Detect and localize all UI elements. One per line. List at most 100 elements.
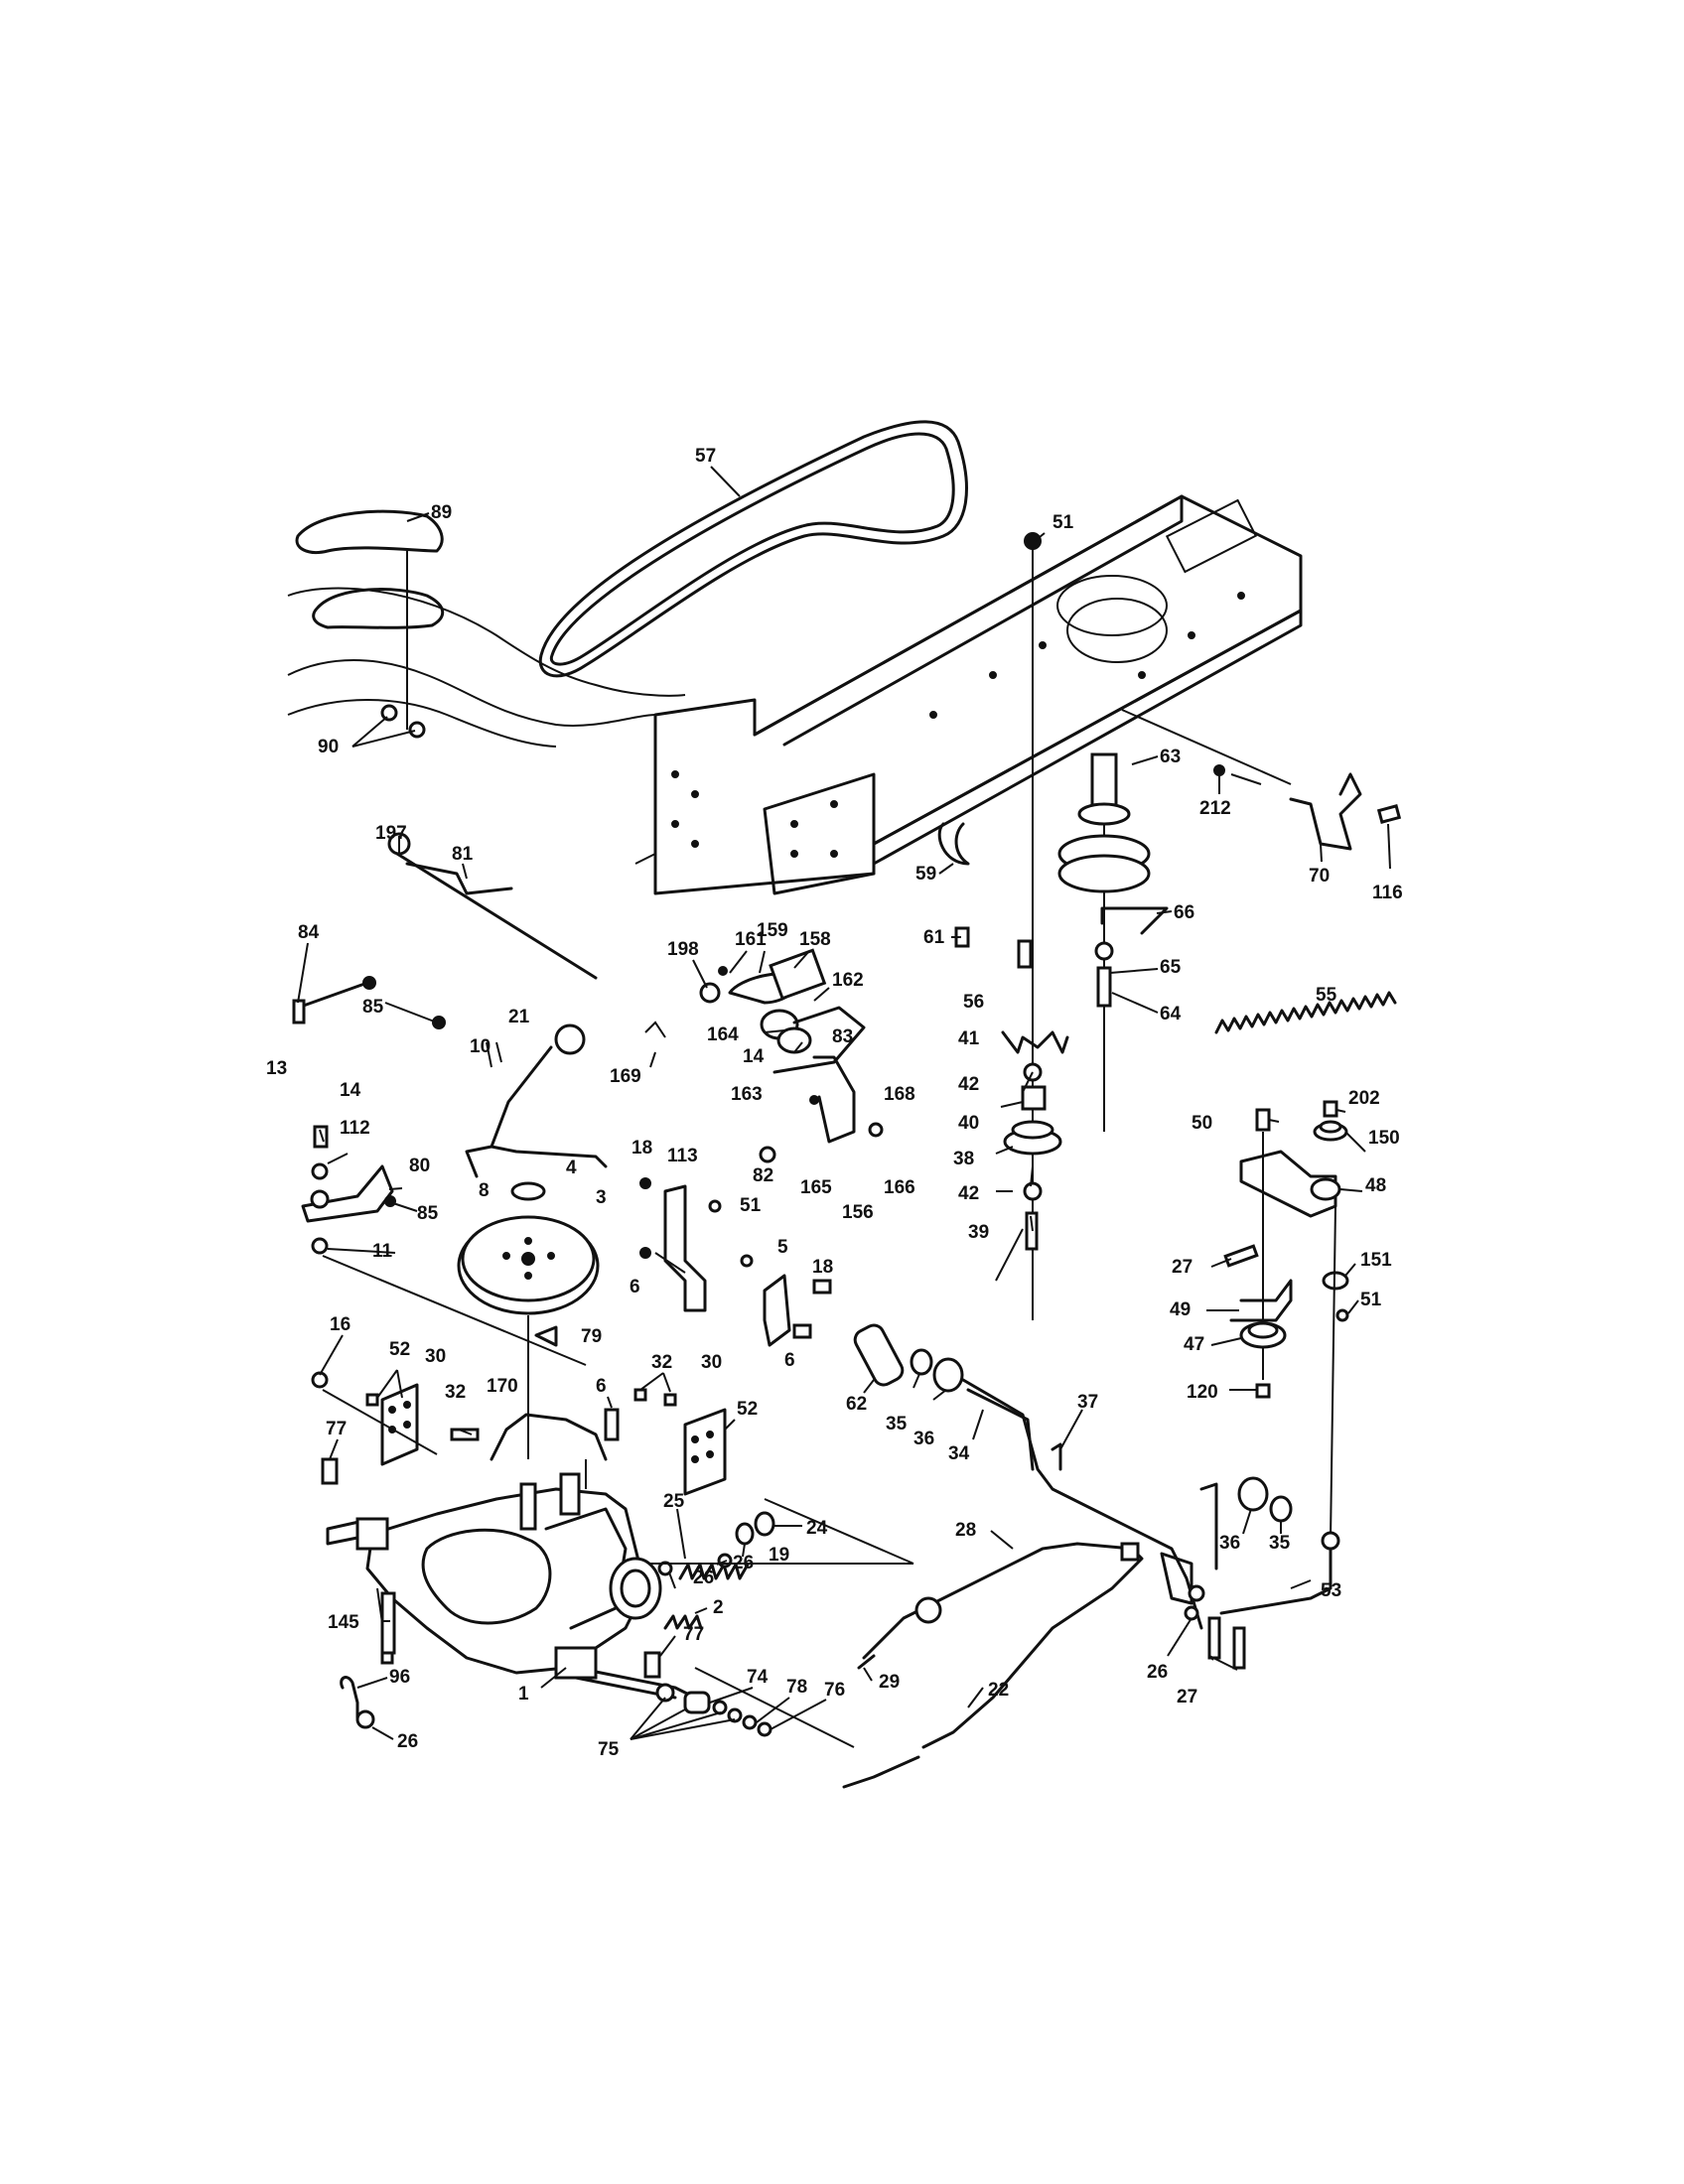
- callout-120: 120: [1187, 1382, 1218, 1403]
- callout-197: 197: [375, 823, 407, 844]
- callout-18: 18: [812, 1257, 833, 1278]
- callout-89: 89: [431, 502, 452, 523]
- latch-bracket: [1213, 764, 1402, 851]
- callout-36: 36: [1219, 1533, 1240, 1554]
- callout-27: 27: [1172, 1257, 1193, 1278]
- callout-26: 26: [1147, 1662, 1168, 1683]
- callout-42: 42: [958, 1074, 979, 1095]
- callout-166: 166: [884, 1177, 915, 1198]
- callout-90: 90: [318, 737, 339, 757]
- callout-116: 116: [1372, 883, 1403, 903]
- callout-50: 50: [1192, 1113, 1212, 1134]
- callout-30: 30: [701, 1352, 722, 1373]
- callout-47: 47: [1184, 1334, 1204, 1355]
- callout-14: 14: [743, 1046, 765, 1067]
- callout-11: 11: [372, 1241, 393, 1262]
- callout-28: 28: [955, 1520, 976, 1541]
- callout-37: 37: [1077, 1392, 1098, 1413]
- callout-5: 5: [777, 1237, 788, 1258]
- control-brackets: [639, 1177, 832, 1347]
- callout-85: 85: [417, 1203, 439, 1224]
- callout-49: 49: [1170, 1299, 1191, 1320]
- callout-53: 53: [1321, 1580, 1341, 1601]
- callout-145: 145: [328, 1612, 359, 1633]
- callout-8: 8: [479, 1180, 490, 1201]
- callout-6: 6: [596, 1376, 607, 1397]
- callout-36: 36: [913, 1429, 934, 1449]
- callout-158: 158: [799, 929, 831, 950]
- idler-pulley-stack: [937, 532, 1169, 1320]
- callout-38: 38: [953, 1149, 974, 1169]
- callout-202: 202: [1348, 1088, 1380, 1109]
- callout-32: 32: [445, 1382, 466, 1403]
- main-frame: [634, 494, 1303, 895]
- callout-77: 77: [683, 1624, 704, 1645]
- callout-18: 18: [632, 1138, 652, 1159]
- callout-169: 169: [610, 1066, 641, 1087]
- callout-42: 42: [958, 1183, 979, 1204]
- callout-4: 4: [566, 1158, 577, 1178]
- clutch-pivot: [1223, 1100, 1349, 1540]
- clutch-rod: [1219, 1531, 1340, 1615]
- callout-51: 51: [1360, 1290, 1382, 1310]
- callout-59: 59: [915, 864, 936, 885]
- spring: [1214, 991, 1397, 1034]
- callout-76: 76: [824, 1680, 845, 1701]
- callout-24: 24: [806, 1518, 828, 1539]
- callout-159: 159: [757, 920, 788, 941]
- callout-6: 6: [784, 1350, 795, 1371]
- callout-41: 41: [958, 1028, 980, 1049]
- callout-52: 52: [389, 1339, 410, 1360]
- transmission: [326, 1459, 697, 1700]
- callout-198: 198: [667, 939, 699, 960]
- callout-113: 113: [667, 1146, 698, 1166]
- callout-27: 27: [1177, 1687, 1197, 1707]
- callout-14: 14: [340, 1080, 361, 1101]
- callout-30: 30: [425, 1346, 446, 1367]
- leader-lines: [297, 466, 1391, 1740]
- callout-161: 161: [735, 929, 767, 950]
- callout-85: 85: [362, 997, 384, 1018]
- callout-96: 96: [389, 1667, 410, 1688]
- callout-13: 13: [266, 1058, 287, 1079]
- callout-79: 79: [581, 1326, 602, 1347]
- callout-16: 16: [330, 1314, 351, 1335]
- callout-51: 51: [1052, 512, 1074, 533]
- callout-labels: 57 51 89 90 63 212 70 116 197 81 59 61 6…: [266, 446, 1403, 1760]
- callout-62: 62: [846, 1394, 867, 1415]
- callout-170: 170: [487, 1376, 518, 1397]
- callout-65: 65: [1160, 957, 1182, 978]
- shift-shaft: [387, 832, 598, 980]
- callout-26: 26: [693, 1568, 714, 1588]
- callout-29: 29: [879, 1672, 900, 1693]
- callout-66: 66: [1174, 902, 1194, 923]
- shift-lever: [465, 1021, 666, 1178]
- callout-212: 212: [1199, 798, 1231, 819]
- callout-35: 35: [886, 1414, 908, 1434]
- drive-rods: [842, 1542, 1144, 1789]
- callout-57: 57: [695, 446, 716, 467]
- callout-26: 26: [397, 1731, 418, 1752]
- callout-19: 19: [769, 1545, 789, 1566]
- drive-belt: [538, 420, 968, 678]
- callout-61: 61: [923, 927, 945, 948]
- callout-162: 162: [832, 970, 864, 991]
- callout-21: 21: [508, 1007, 530, 1027]
- callout-81: 81: [452, 844, 474, 865]
- springs-fittings: [635, 1498, 914, 1630]
- callout-112: 112: [340, 1118, 370, 1139]
- callout-80: 80: [409, 1156, 430, 1176]
- callout-6: 6: [630, 1277, 640, 1297]
- callout-74: 74: [747, 1667, 769, 1688]
- transmission-pulley: [457, 1181, 600, 1459]
- cross-shaft: [853, 1323, 1293, 1670]
- callout-83: 83: [832, 1026, 853, 1047]
- callout-48: 48: [1365, 1175, 1386, 1196]
- callout-3: 3: [596, 1187, 607, 1208]
- axle-brackets: [311, 1371, 727, 1496]
- callout-34: 34: [948, 1443, 970, 1464]
- callout-78: 78: [786, 1677, 807, 1698]
- callout-51: 51: [740, 1195, 762, 1216]
- callout-32: 32: [651, 1352, 672, 1373]
